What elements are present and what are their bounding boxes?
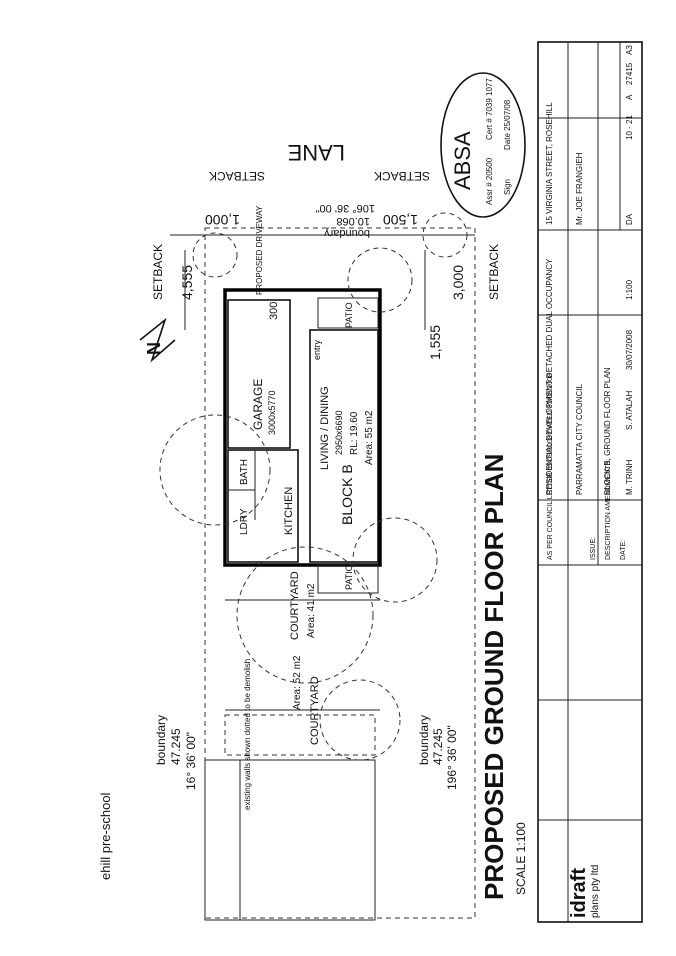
council-name: PARRAMATTA CITY COUNCIL	[575, 383, 584, 495]
garage-label: GARAGE	[251, 379, 265, 430]
setback-label-left: SETBACK	[151, 244, 165, 300]
sheet-number: 10 - 21	[625, 115, 634, 140]
council-note: AS PER COUNCIL LETTER 05/09/2008 DATED 3…	[547, 373, 554, 560]
dim-1555: 1,555	[427, 325, 443, 360]
firm-sub: plans pty ltd	[590, 865, 601, 918]
neighbour-label: ehill pre-school	[98, 792, 113, 880]
setback-label-top-right: SETBACK	[374, 169, 430, 183]
job-number: 27415	[625, 62, 634, 85]
project-address: 15 VIRGINIA STREET, ROSEHILL	[545, 102, 554, 225]
right-boundary-length: 47.245	[431, 728, 445, 765]
drawing-name: BLOCK B, GROUND FLOOR PLAN	[603, 367, 612, 495]
date-label: DATE:	[620, 540, 627, 560]
setback-dim-1: 1,000	[205, 212, 240, 228]
top-bearing: 106° 36' 00"	[316, 202, 375, 214]
client-name: Mr. JOE FRANGIEH	[575, 152, 584, 225]
living-label: LIVING / DINING	[319, 386, 331, 470]
drawing-date: 30/07/2008	[625, 329, 634, 370]
area-block-label: Area: 55 m2	[364, 410, 375, 465]
patio-top-label: PATIO	[344, 302, 354, 328]
designed-by: M. TRINH	[625, 459, 634, 495]
living-size: 2950x6690	[334, 410, 344, 455]
courtyard-2-label: COURTYARD	[309, 676, 321, 745]
stamp-name: ABSA	[450, 131, 475, 190]
drawn-by: S. ATALAH	[625, 391, 634, 430]
stamp-cert: Cert # 7039 1077	[485, 78, 494, 140]
existing-walls-note: existing walls shown dotted to be demoli…	[243, 659, 252, 810]
stamp-assr: Assr # 20500	[485, 157, 494, 205]
stamp-sign: Sign	[503, 179, 512, 195]
living-room	[309, 329, 379, 563]
project-title: RESIDENTIAL DEVELOPMENT DETACHED DUAL OC…	[545, 258, 554, 495]
dim-4555: 4,555	[179, 265, 195, 300]
drawing-code: DA	[625, 213, 634, 225]
dim-300: 300	[268, 302, 280, 320]
firm-name: idraft	[568, 868, 590, 918]
plan-scale: SCALE 1:100	[514, 822, 528, 895]
site-boundary	[204, 227, 476, 919]
driveway-label: PROPOSED DRIVEWAY	[255, 205, 264, 295]
courtyard-1-label: COURTYARD	[289, 571, 301, 640]
lane-label: LANE	[288, 140, 345, 165]
building-outline	[223, 288, 382, 567]
bath-label: BATH	[239, 459, 250, 485]
garage-size: 3000x5770	[267, 390, 277, 435]
issue-label: ISSUE:	[590, 537, 597, 560]
left-boundary-bearing: 16° 36' 00"	[184, 732, 198, 790]
patio-top	[317, 297, 379, 329]
garage-room	[227, 299, 291, 449]
dim-3000: 3,000	[450, 265, 466, 300]
top-boundary-label: boundary	[324, 227, 370, 239]
setback-dim-2: 1,500	[383, 212, 418, 228]
tree-canopy	[236, 546, 374, 684]
desc-label: DESCRIPTION AMENDMENTS:	[605, 459, 612, 560]
block-label: BLOCK B	[339, 464, 355, 525]
title-block-frame	[537, 41, 643, 923]
right-boundary-label: boundary	[417, 715, 431, 765]
north-arrow-icon	[139, 317, 176, 363]
stamp-date: Date 25/07/08	[503, 99, 512, 150]
right-boundary-bearing: 196° 36' 00"	[445, 725, 459, 790]
left-boundary-length: 47.245	[169, 728, 183, 765]
setback-label-top-left: SETBACK	[209, 169, 265, 183]
revision: A	[625, 94, 634, 100]
courtyard-1-area: Area: 41 m2	[306, 583, 317, 638]
absa-stamp	[440, 72, 526, 218]
drawing-scale: 1:100	[625, 279, 634, 300]
left-boundary-label: boundary	[154, 715, 168, 765]
top-length: 10.068	[336, 215, 370, 227]
kitchen-label: KITCHEN	[283, 487, 295, 535]
adjacent-dwelling	[204, 759, 376, 921]
courtyard-2-area: Area: 52 m2	[292, 655, 303, 710]
north-label: N	[144, 342, 164, 355]
patio-bottom	[317, 564, 379, 594]
entry-label: entry	[312, 339, 322, 360]
rl-label: RL: 19.60	[349, 411, 360, 455]
patio-bottom-label: PATIO	[344, 564, 354, 590]
sheet-size: A3	[625, 45, 634, 55]
ldry-label: LDRY	[239, 508, 250, 535]
setback-label-right: SETBACK	[487, 244, 501, 300]
plan-title: PROPOSED GROUND FLOOR PLAN	[479, 454, 509, 900]
